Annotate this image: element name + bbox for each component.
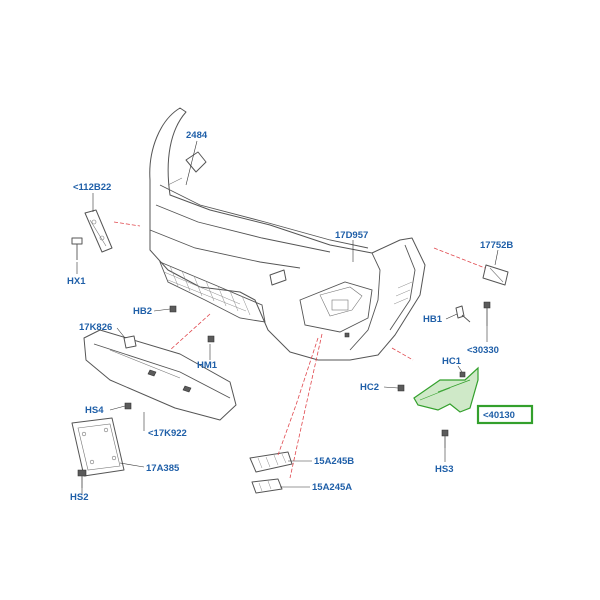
fog-lamp-bezel-b (249, 451, 293, 473)
bumper-undertray (83, 329, 237, 421)
callout-17k922[interactable]: <17K922 (148, 428, 187, 439)
highlighted-bumper-bracket (413, 366, 479, 413)
callout-15a245a[interactable]: 15A245A (312, 482, 352, 493)
callout-17k826[interactable]: 17K826 (79, 322, 112, 333)
assembly-leader-lines (113, 221, 486, 479)
callout-hb2[interactable]: HB2 (133, 306, 152, 317)
clip-17k826 (123, 335, 137, 349)
callout-112b22[interactable]: <112B22 (73, 182, 111, 193)
callout-hc1[interactable]: HC1 (442, 356, 462, 367)
screw-hs2 (77, 469, 87, 488)
callout-hb1[interactable]: HB1 (423, 314, 443, 325)
bumper-side-bracket (84, 209, 113, 253)
callout-hs3[interactable]: HS3 (435, 464, 453, 475)
callout-2484[interactable]: 2484 (186, 130, 208, 141)
callout-hm1[interactable]: HM1 (197, 360, 218, 371)
screw-hs4 (124, 402, 132, 410)
callout-hs4[interactable]: HS4 (85, 405, 104, 416)
callout-hs2[interactable]: HS2 (70, 492, 88, 503)
screw-hm1 (207, 335, 215, 343)
callout-30330[interactable]: <30330 (467, 345, 499, 356)
front-bumper-cover (149, 107, 426, 361)
callout-40130[interactable]: <40130 (483, 410, 515, 421)
callout-17752b[interactable]: 17752B (480, 240, 513, 251)
callout-17d957[interactable]: 17D957 (335, 230, 368, 241)
callout-15a245b[interactable]: 15A245B (314, 456, 354, 467)
screw-hb1 (455, 305, 471, 323)
bolt-30330 (483, 301, 491, 326)
screw-hs3 (441, 429, 449, 448)
callout-hc2[interactable]: HC2 (360, 382, 379, 393)
screw-hc2 (397, 384, 405, 392)
callout-40130-highlight[interactable]: <40130 (476, 404, 534, 425)
licence-plate-bracket (71, 417, 125, 477)
callout-leaders (76, 140, 499, 494)
fog-lamp-bezel-a (251, 478, 283, 494)
screw-hc1 (459, 371, 466, 378)
bracket-screw-hx1 (71, 237, 83, 260)
tow-eye-cover (482, 264, 509, 286)
callout-17a385[interactable]: 17A385 (146, 463, 180, 474)
callout-hx1[interactable]: HX1 (67, 276, 86, 287)
screw-hb2 (169, 305, 177, 313)
